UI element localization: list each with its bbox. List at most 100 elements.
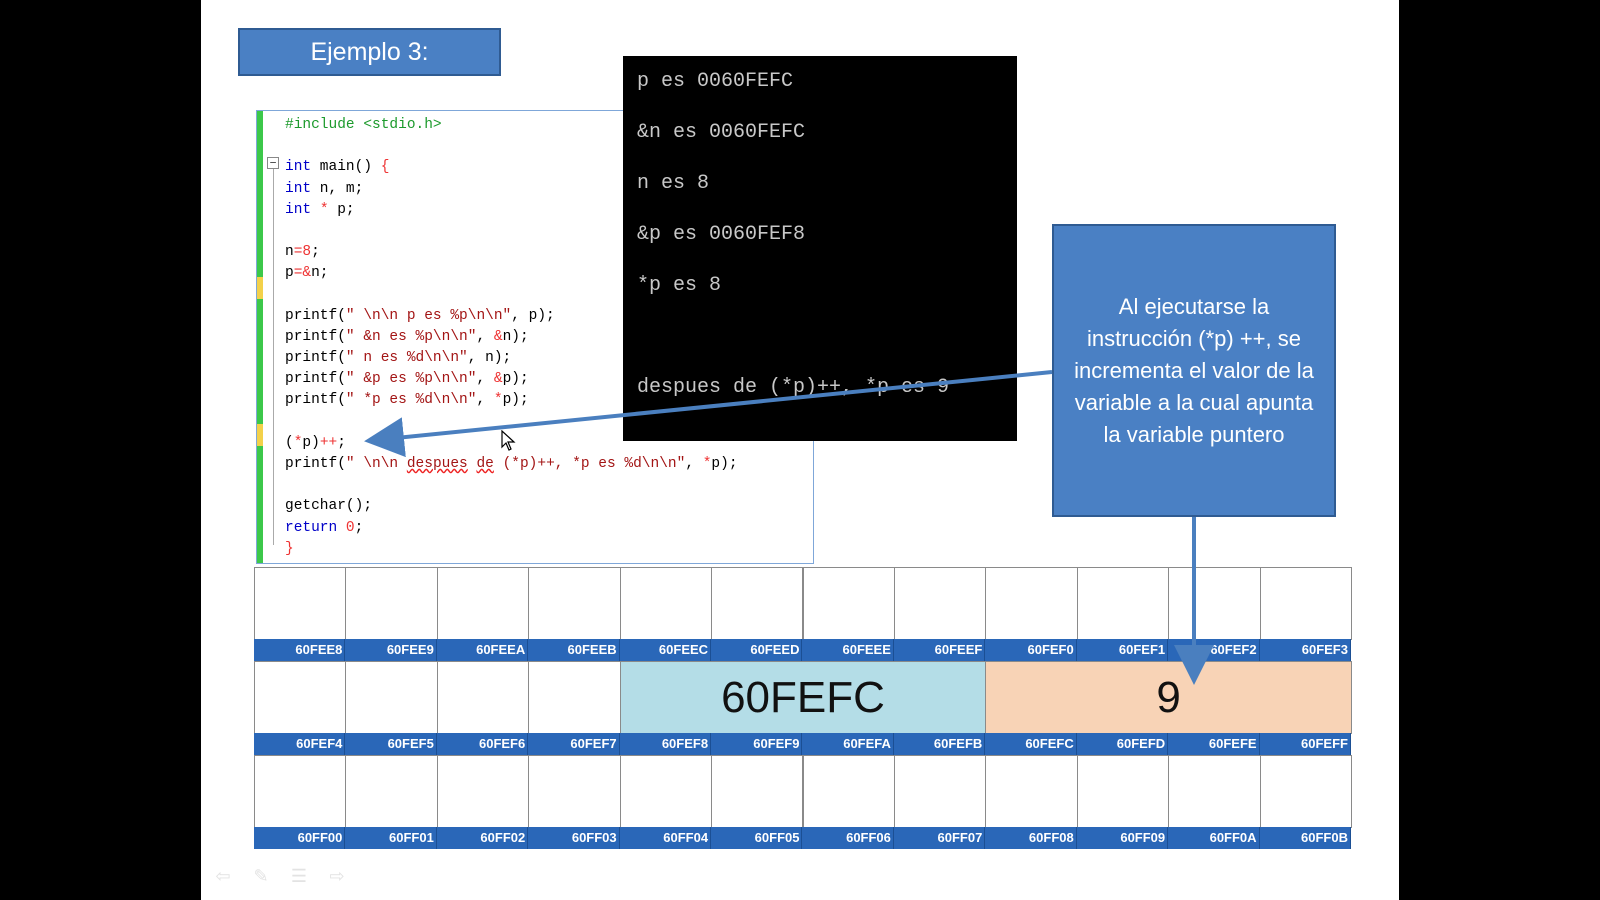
code-line: int n, m;: [285, 179, 738, 200]
memory-address-label: 60FEEA: [437, 639, 529, 661]
slide-navigation: ⇦ ✎ ☰ ⇨: [211, 866, 349, 886]
callout-to-code-arrow: [364, 370, 1053, 458]
memory-address-label: 60FEF5: [345, 733, 437, 755]
memory-cell: [1259, 755, 1352, 828]
memory-cell: [436, 661, 530, 734]
memory-cell: [619, 567, 713, 640]
code-token: " &p es %p\n\n": [345, 371, 477, 388]
memory-address-label: 60FEF8: [620, 733, 712, 755]
memory-address-label: 60FEF1: [1077, 639, 1169, 661]
code-line: printf(" &p es %p\n\n", &p);: [285, 369, 738, 390]
memory-cell: [802, 755, 895, 828]
memory-address-label: 60FEEF: [894, 639, 986, 661]
memory-address-label: 60FF00: [254, 827, 346, 849]
code-token: #include <stdio.h>: [285, 117, 442, 133]
code-token: printf(: [285, 456, 346, 472]
console-line: &n es 0060FEFC: [637, 121, 806, 144]
code-line: int * p;: [285, 200, 738, 221]
code-line: getchar();: [285, 496, 738, 517]
memory-cell: [528, 567, 621, 640]
menu-icon[interactable]: ☰: [290, 866, 308, 886]
callout-text: Al ejecutarse la instrucción (*p) ++, se…: [1074, 293, 1314, 447]
code-token: *: [702, 456, 712, 472]
code-token: " \n\n p es %p\n\n": [345, 307, 512, 324]
memory-address-label: 60FEFA: [803, 733, 894, 755]
memory-cell: [711, 567, 804, 640]
memory-address-label: 60FF04: [620, 827, 712, 849]
code-token: , p);: [511, 307, 555, 324]
memory-address-label: 60FF03: [528, 827, 620, 849]
memory-cell: [254, 661, 347, 734]
code-token: p);: [502, 392, 529, 409]
fold-collapse-icon[interactable]: −: [267, 157, 279, 169]
code-token: p: [285, 265, 294, 282]
code-token: p): [302, 434, 320, 451]
back-arrow-icon[interactable]: ⇦: [215, 866, 231, 886]
code-token: printf(: [285, 328, 346, 345]
code-token: de: [476, 456, 494, 472]
memory-address-label: 60FF0B: [1260, 827, 1351, 849]
memory-address-label: 60FEFB: [894, 733, 986, 755]
console-line: *p es 8: [637, 274, 722, 297]
code-token: ,: [685, 456, 703, 472]
code-token: ++: [319, 434, 338, 451]
code-line: printf(" \n\n p es %p\n\n", p);: [285, 306, 738, 327]
code-line: }: [285, 539, 738, 560]
memory-cell: [1259, 567, 1352, 640]
code-token: ;: [337, 434, 346, 451]
memory-cell: [528, 755, 621, 828]
code-token: n: [285, 244, 294, 261]
code-token: " *p es %d\n\n": [345, 392, 477, 409]
memory-address-label: 60FF0A: [1168, 827, 1260, 849]
code-token: *: [319, 201, 329, 218]
code-token: ,: [476, 328, 494, 345]
memory-address-label: 60FF01: [345, 827, 437, 849]
code-token: ;: [311, 244, 320, 261]
code-token: p);: [502, 371, 529, 388]
code-token: , n);: [467, 350, 512, 367]
change-gutter: [257, 111, 263, 563]
console-line: p es 0060FEFC: [637, 70, 794, 93]
code-token: &: [493, 371, 503, 388]
code-token: }: [285, 540, 294, 557]
code-line: printf(" \n\n despues de (*p)++, *p es %…: [285, 454, 738, 475]
code-token: ,: [476, 392, 494, 409]
code-token: " n es %d\n\n": [345, 350, 468, 367]
memory-address-label: 60FEE8: [254, 639, 346, 661]
code-token: main(): [311, 159, 381, 176]
changed-line-marker: [257, 277, 263, 299]
memory-cell: [893, 567, 987, 640]
code-line: printf(" n es %d\n\n", n);: [285, 348, 738, 369]
memory-address-label: 60FF07: [894, 827, 986, 849]
memory-address-label: 60FEED: [711, 639, 803, 661]
code-token: n;: [311, 265, 329, 282]
memory-address-label: 60FF06: [803, 827, 894, 849]
code-line: return 0;: [285, 518, 738, 539]
memory-address-label: 60FEF2: [1168, 639, 1260, 661]
code-token: =8: [293, 244, 312, 261]
memory-address-label: 60FEF7: [528, 733, 620, 755]
code-token: getchar();: [285, 498, 373, 515]
code-token: =&: [293, 265, 312, 282]
memory-address-label: 60FEFD: [1077, 733, 1169, 755]
forward-arrow-icon[interactable]: ⇨: [329, 866, 345, 886]
code-token: return: [285, 519, 338, 536]
memory-address-label: 60FEF9: [711, 733, 803, 755]
code-token: p);: [711, 456, 738, 472]
code-token: " &n es %p\n\n": [345, 328, 477, 345]
pen-icon[interactable]: ✎: [253, 866, 269, 886]
memory-cell: [254, 567, 347, 640]
code-line: int main() {: [285, 157, 738, 178]
code-token: &: [493, 328, 503, 345]
memory-address-label: 60FF02: [437, 827, 529, 849]
pointer-value-cell: 60FEFC: [619, 661, 987, 734]
code-token: printf(: [285, 392, 346, 409]
code-token: " \n\n: [345, 456, 407, 472]
